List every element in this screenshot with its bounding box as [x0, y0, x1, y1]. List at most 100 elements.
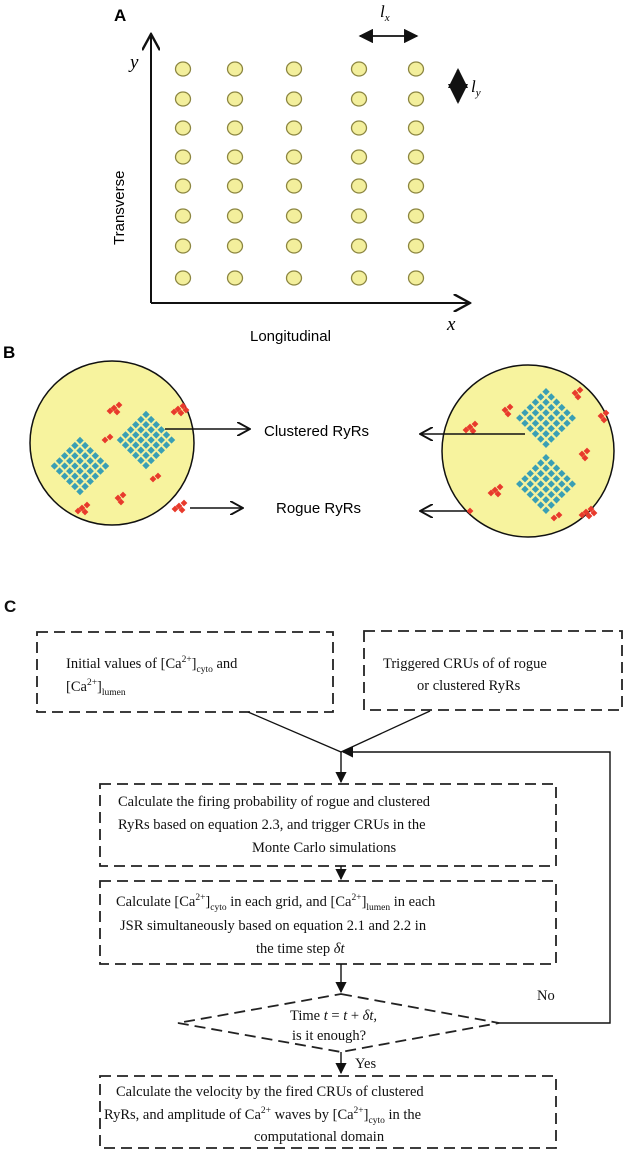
- cru-site: [174, 208, 192, 224]
- clustered-ryr: [516, 414, 524, 422]
- cru-site: [226, 91, 244, 107]
- x-axis-title: Longitudinal: [250, 328, 331, 345]
- panel-b: B Clustered RyRs Rogue RyRs: [3, 343, 615, 538]
- clustered-ryr: [66, 477, 74, 486]
- clustered-ryr: [521, 475, 529, 483]
- cru-site: [350, 120, 368, 136]
- rogue-ryr: [182, 406, 190, 414]
- rogue-ryr: [466, 423, 474, 431]
- firing-line3: Monte Carlo simulations: [252, 840, 397, 856]
- clustered-ryr: [542, 496, 550, 504]
- clustered-ryr: [531, 496, 540, 504]
- clustered-ryr: [137, 426, 145, 434]
- firing-line1: Calculate the firing probability of rogu…: [118, 794, 431, 810]
- clustered-ryr: [132, 441, 140, 449]
- clustered-ryr: [547, 469, 555, 478]
- right-cell-disk: [441, 364, 615, 538]
- panel-c-label: C: [4, 597, 16, 616]
- clustered-ryr: [531, 485, 540, 493]
- clustered-ryr: [531, 475, 540, 483]
- clustered-ryr: [157, 436, 166, 444]
- clustered-ryr: [76, 477, 84, 486]
- clustered-ryr: [76, 487, 84, 496]
- lx-label: lx: [380, 2, 390, 24]
- cru-site: [350, 270, 368, 286]
- clustered-ryr: [563, 475, 571, 483]
- rogue-ryr: [582, 508, 590, 516]
- clustered-ryr: [60, 472, 69, 480]
- rogue-ryr: [110, 404, 118, 412]
- decision-line1: Time t = t + δt,: [290, 1008, 377, 1024]
- rogue-ryr: [178, 506, 186, 514]
- clustered-ryr: [558, 424, 566, 433]
- cru-site: [226, 178, 244, 194]
- initial-values-line2: [Ca2+]lumen: [66, 678, 126, 698]
- clustered-ryr: [521, 485, 529, 493]
- no-label: No: [537, 988, 555, 1004]
- y-axis-symbol: y: [128, 52, 139, 73]
- clustered-ryr: [547, 414, 555, 422]
- rogue-ryr: [469, 427, 477, 435]
- clustered-ryr: [547, 480, 555, 488]
- cru-site: [285, 61, 303, 77]
- cru-site: [350, 61, 368, 77]
- clustered-ryr: [121, 441, 130, 449]
- cru-site: [174, 238, 192, 254]
- cru-site: [350, 178, 368, 194]
- clustered-ryr: [157, 426, 166, 434]
- clustered-ryr: [537, 393, 545, 401]
- clustered-ryrs-label: Clustered RyRs: [264, 423, 369, 440]
- decision-line2: is it enough?: [292, 1028, 366, 1044]
- merge-line-right: [340, 710, 431, 753]
- triggered-line1: Triggered CRUs of of rogue: [383, 656, 547, 672]
- clustered-ryr: [558, 480, 566, 488]
- rogue-ryr: [471, 420, 479, 428]
- clustered-ryr: [132, 451, 140, 460]
- clustered-ryr: [76, 446, 84, 455]
- clustered-ryr: [137, 456, 145, 465]
- clustered-ryr: [142, 431, 150, 439]
- clustered-ryr: [157, 446, 166, 454]
- clustered-ryr: [147, 436, 155, 444]
- clustered-ryr: [76, 436, 84, 445]
- cru-site: [226, 270, 244, 286]
- clustered-ryr: [542, 475, 550, 483]
- cru-site: [407, 120, 425, 136]
- clustered-ryr: [91, 452, 100, 460]
- clustered-ryr: [537, 403, 545, 412]
- clustered-ryr: [547, 459, 555, 467]
- clustered-ryr: [558, 403, 566, 412]
- cru-site: [285, 120, 303, 136]
- rogue-ryr: [78, 504, 86, 512]
- clustered-ryr: [142, 441, 150, 449]
- clustered-ryr: [91, 472, 100, 480]
- clustered-ryr: [71, 482, 79, 491]
- cru-site: [226, 208, 244, 224]
- clustered-ryr: [142, 420, 150, 429]
- clustered-ryr: [537, 490, 545, 499]
- clustered-ryr: [526, 469, 534, 478]
- cru-site: [226, 238, 244, 254]
- rogue-ryr: [491, 486, 499, 494]
- clustered-ryr: [542, 419, 550, 427]
- clustered-ryr: [552, 419, 561, 427]
- clustered-ryr: [547, 403, 555, 412]
- clustered-ryr: [552, 496, 561, 504]
- clustered-ryr: [542, 388, 550, 396]
- clustered-ryr: [526, 490, 534, 499]
- calculate-ca-box: [99, 880, 557, 965]
- panel-a-label: A: [114, 6, 126, 25]
- rogue-ryr: [487, 489, 495, 497]
- cru-site: [407, 91, 425, 107]
- cru-site: [174, 61, 192, 77]
- clustered-ryr: [96, 467, 105, 475]
- cru-site: [226, 61, 244, 77]
- triggered-crus-box: [363, 630, 623, 711]
- rogue-ryr: [180, 499, 188, 507]
- velocity-line3: computational domain: [254, 1129, 385, 1145]
- rogue-ryr: [496, 483, 504, 491]
- rogue-ryr: [117, 498, 125, 506]
- cru-site: [407, 178, 425, 194]
- velocity-box: [99, 1075, 557, 1149]
